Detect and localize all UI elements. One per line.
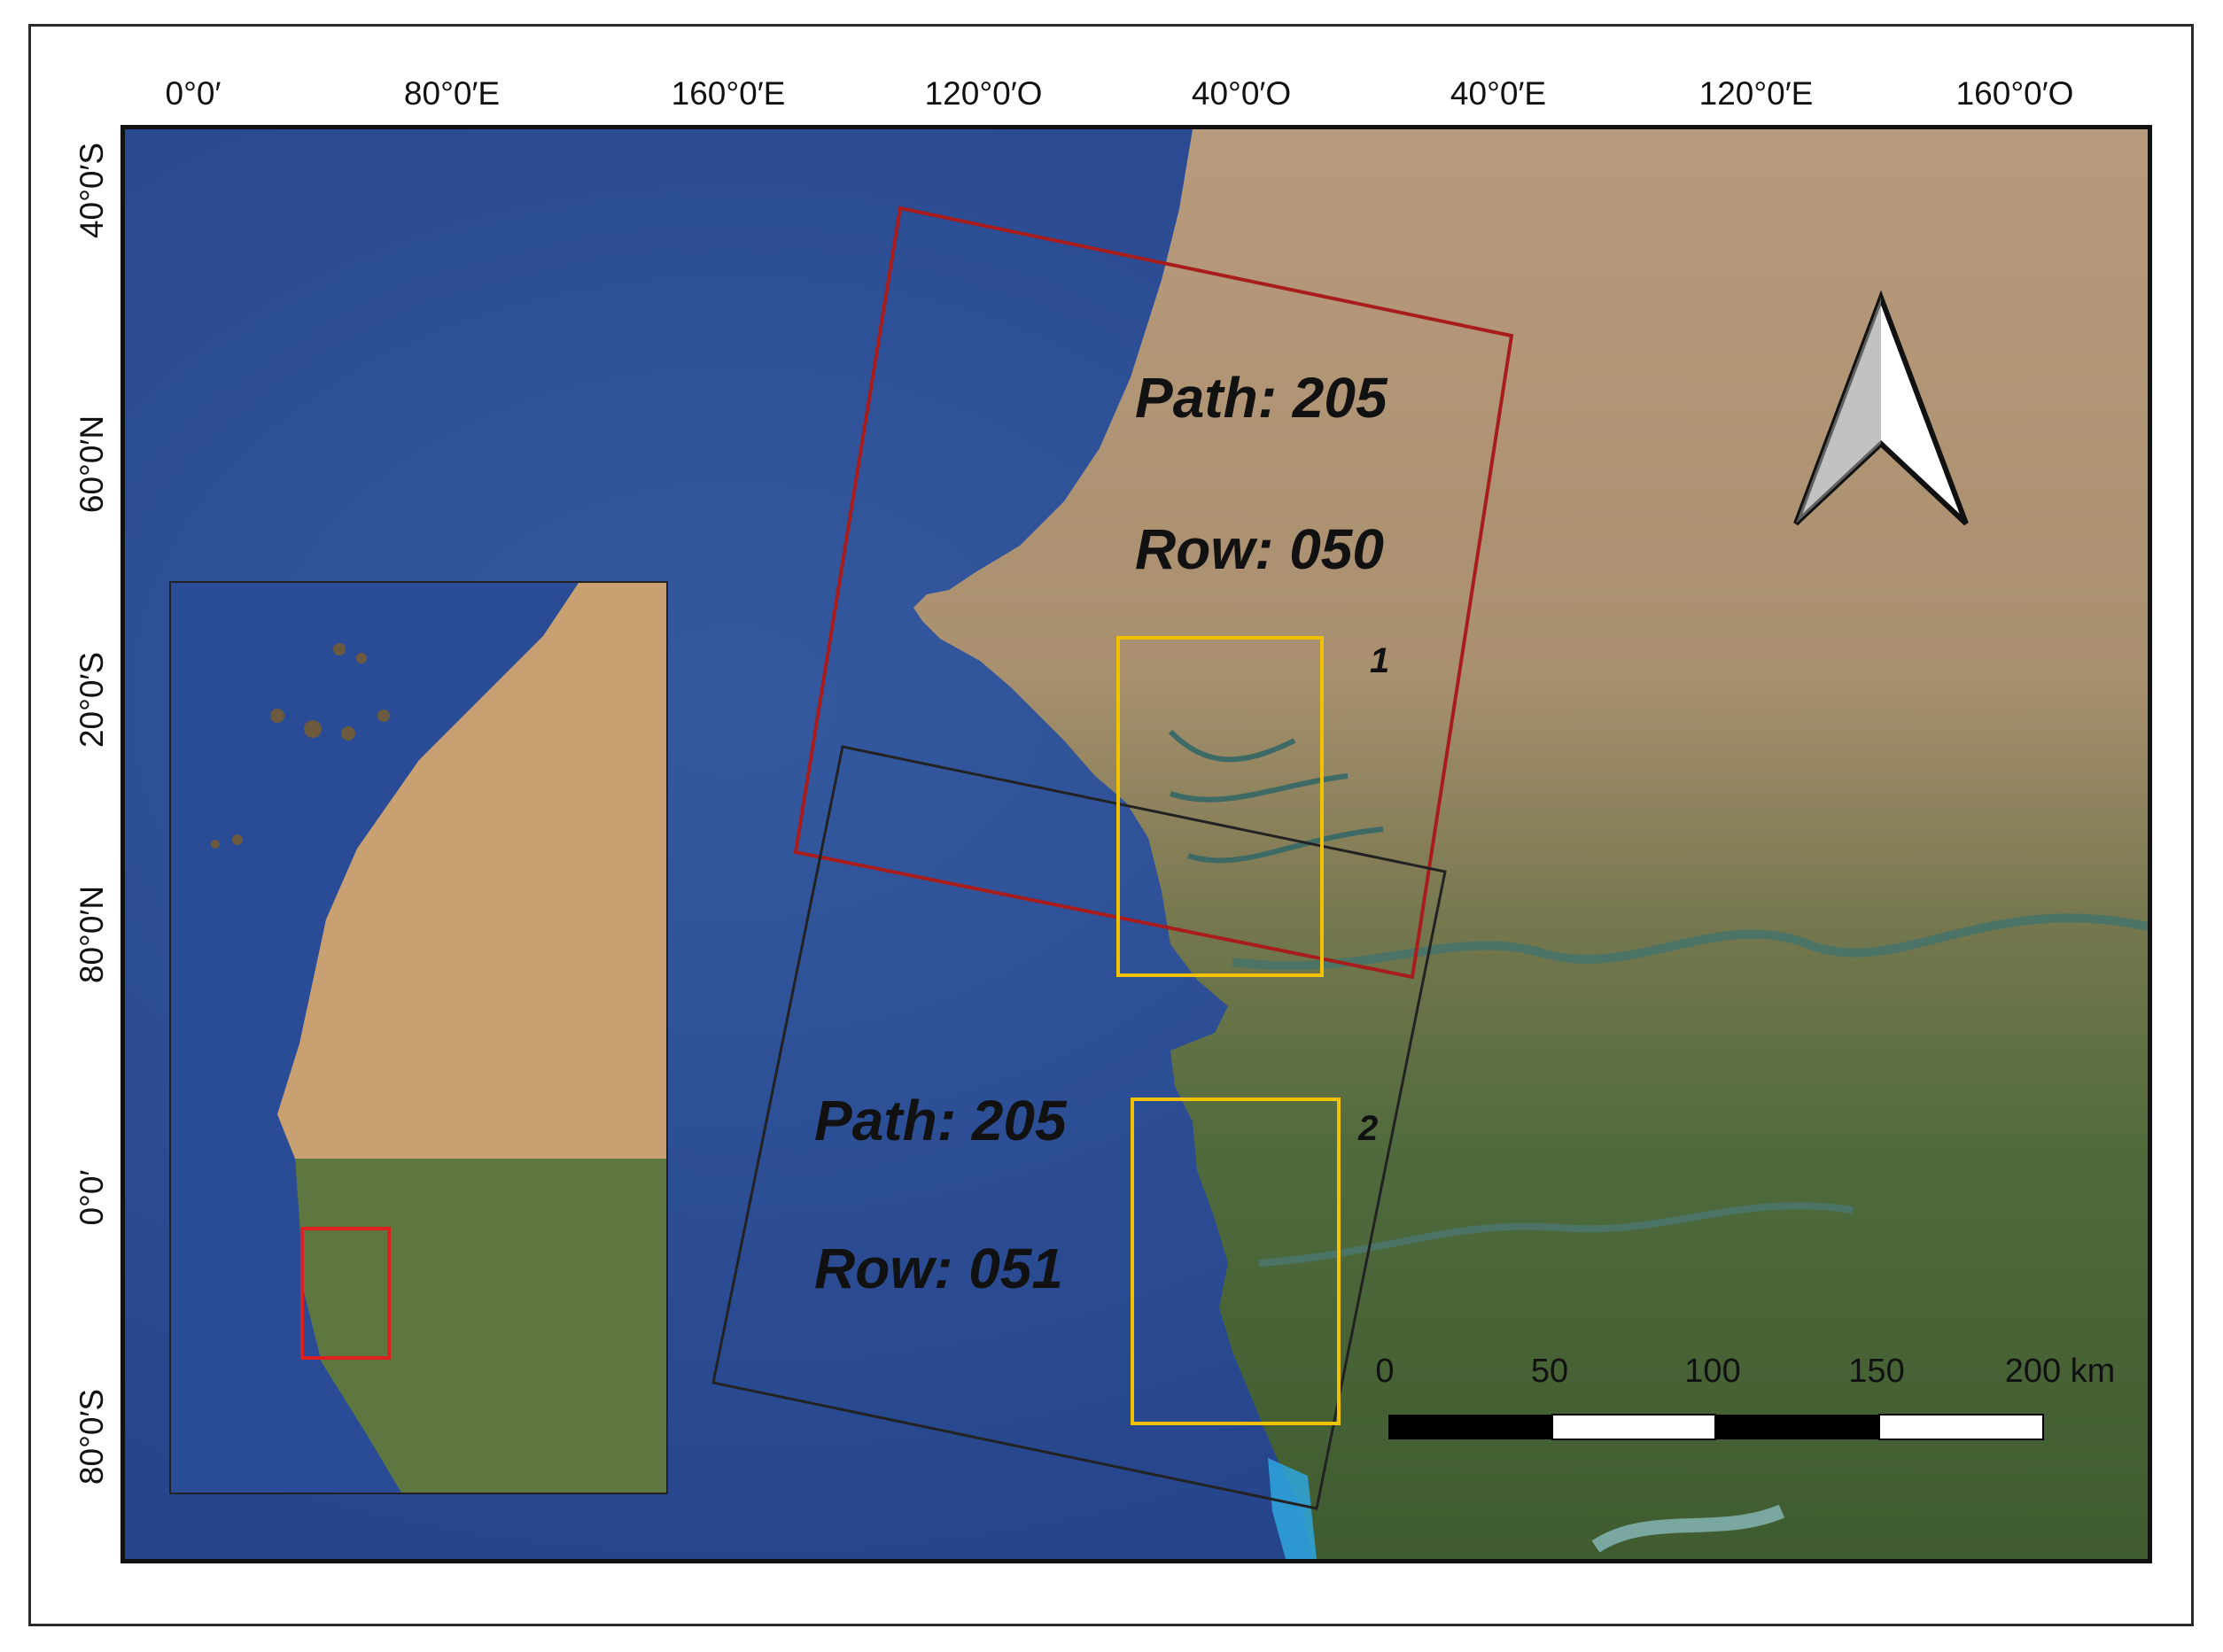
study-area-label-1: 1 <box>1370 641 1390 680</box>
scale-tick-label: 50 <box>1530 1353 1569 1390</box>
scale-tick-label: 200 km <box>2004 1353 2116 1390</box>
left-tick: 60°0′N <box>74 415 110 514</box>
left-tick: 80°0′N <box>74 885 110 984</box>
scene2-path-label: Path: 205 <box>814 1089 1067 1152</box>
inset-area-highlight[interactable] <box>300 1227 391 1360</box>
top-tick: 40°0′E <box>1450 75 1547 112</box>
inset-land-arid <box>277 583 666 1159</box>
top-tick: 120°0′E <box>1698 75 1814 112</box>
top-tick: 160°0′E <box>671 75 786 112</box>
scene-footprint-path205-row050[interactable] <box>793 206 1514 980</box>
river <box>1258 1202 1854 1267</box>
river <box>1232 913 2148 971</box>
left-tick: 0°0′ <box>74 1169 110 1226</box>
inset-locator-map[interactable] <box>169 581 668 1494</box>
left-tick: 20°0′S <box>74 651 110 748</box>
study-area-label-2: 2 <box>1358 1109 1379 1148</box>
scene-footprint-path205-row051[interactable] <box>711 745 1447 1510</box>
left-tick: 80°0′S <box>74 1388 110 1485</box>
north-arrow-icon <box>1793 290 1969 526</box>
study-area-box-1[interactable] <box>1116 636 1324 977</box>
top-tick: 0°0′ <box>165 75 222 112</box>
top-tick: 120°0′O <box>924 75 1043 112</box>
scene1-row-label: Row: 050 <box>1135 517 1384 581</box>
shallow-water <box>1268 1458 1317 1559</box>
study-area-box-2[interactable] <box>1131 1097 1341 1425</box>
top-tick: 80°0′E <box>403 75 501 112</box>
inset-islands <box>211 643 390 849</box>
top-tick: 160°0′O <box>1955 75 2074 112</box>
scale-tick-label: 0 <box>1375 1353 1395 1390</box>
land-area <box>913 129 2148 1559</box>
scale-bar <box>1388 1414 2044 1440</box>
river <box>1591 1504 1785 1553</box>
scene2-row-label: Row: 051 <box>814 1237 1063 1300</box>
scale-tick-label: 150 <box>1848 1353 1905 1390</box>
scene1-path-label: Path: 205 <box>1135 366 1387 430</box>
top-tick: 40°0′O <box>1191 75 1292 112</box>
left-tick: 40°0′S <box>74 142 110 239</box>
scale-tick-label: 100 <box>1684 1353 1741 1390</box>
figure-frame <box>28 24 2194 1626</box>
